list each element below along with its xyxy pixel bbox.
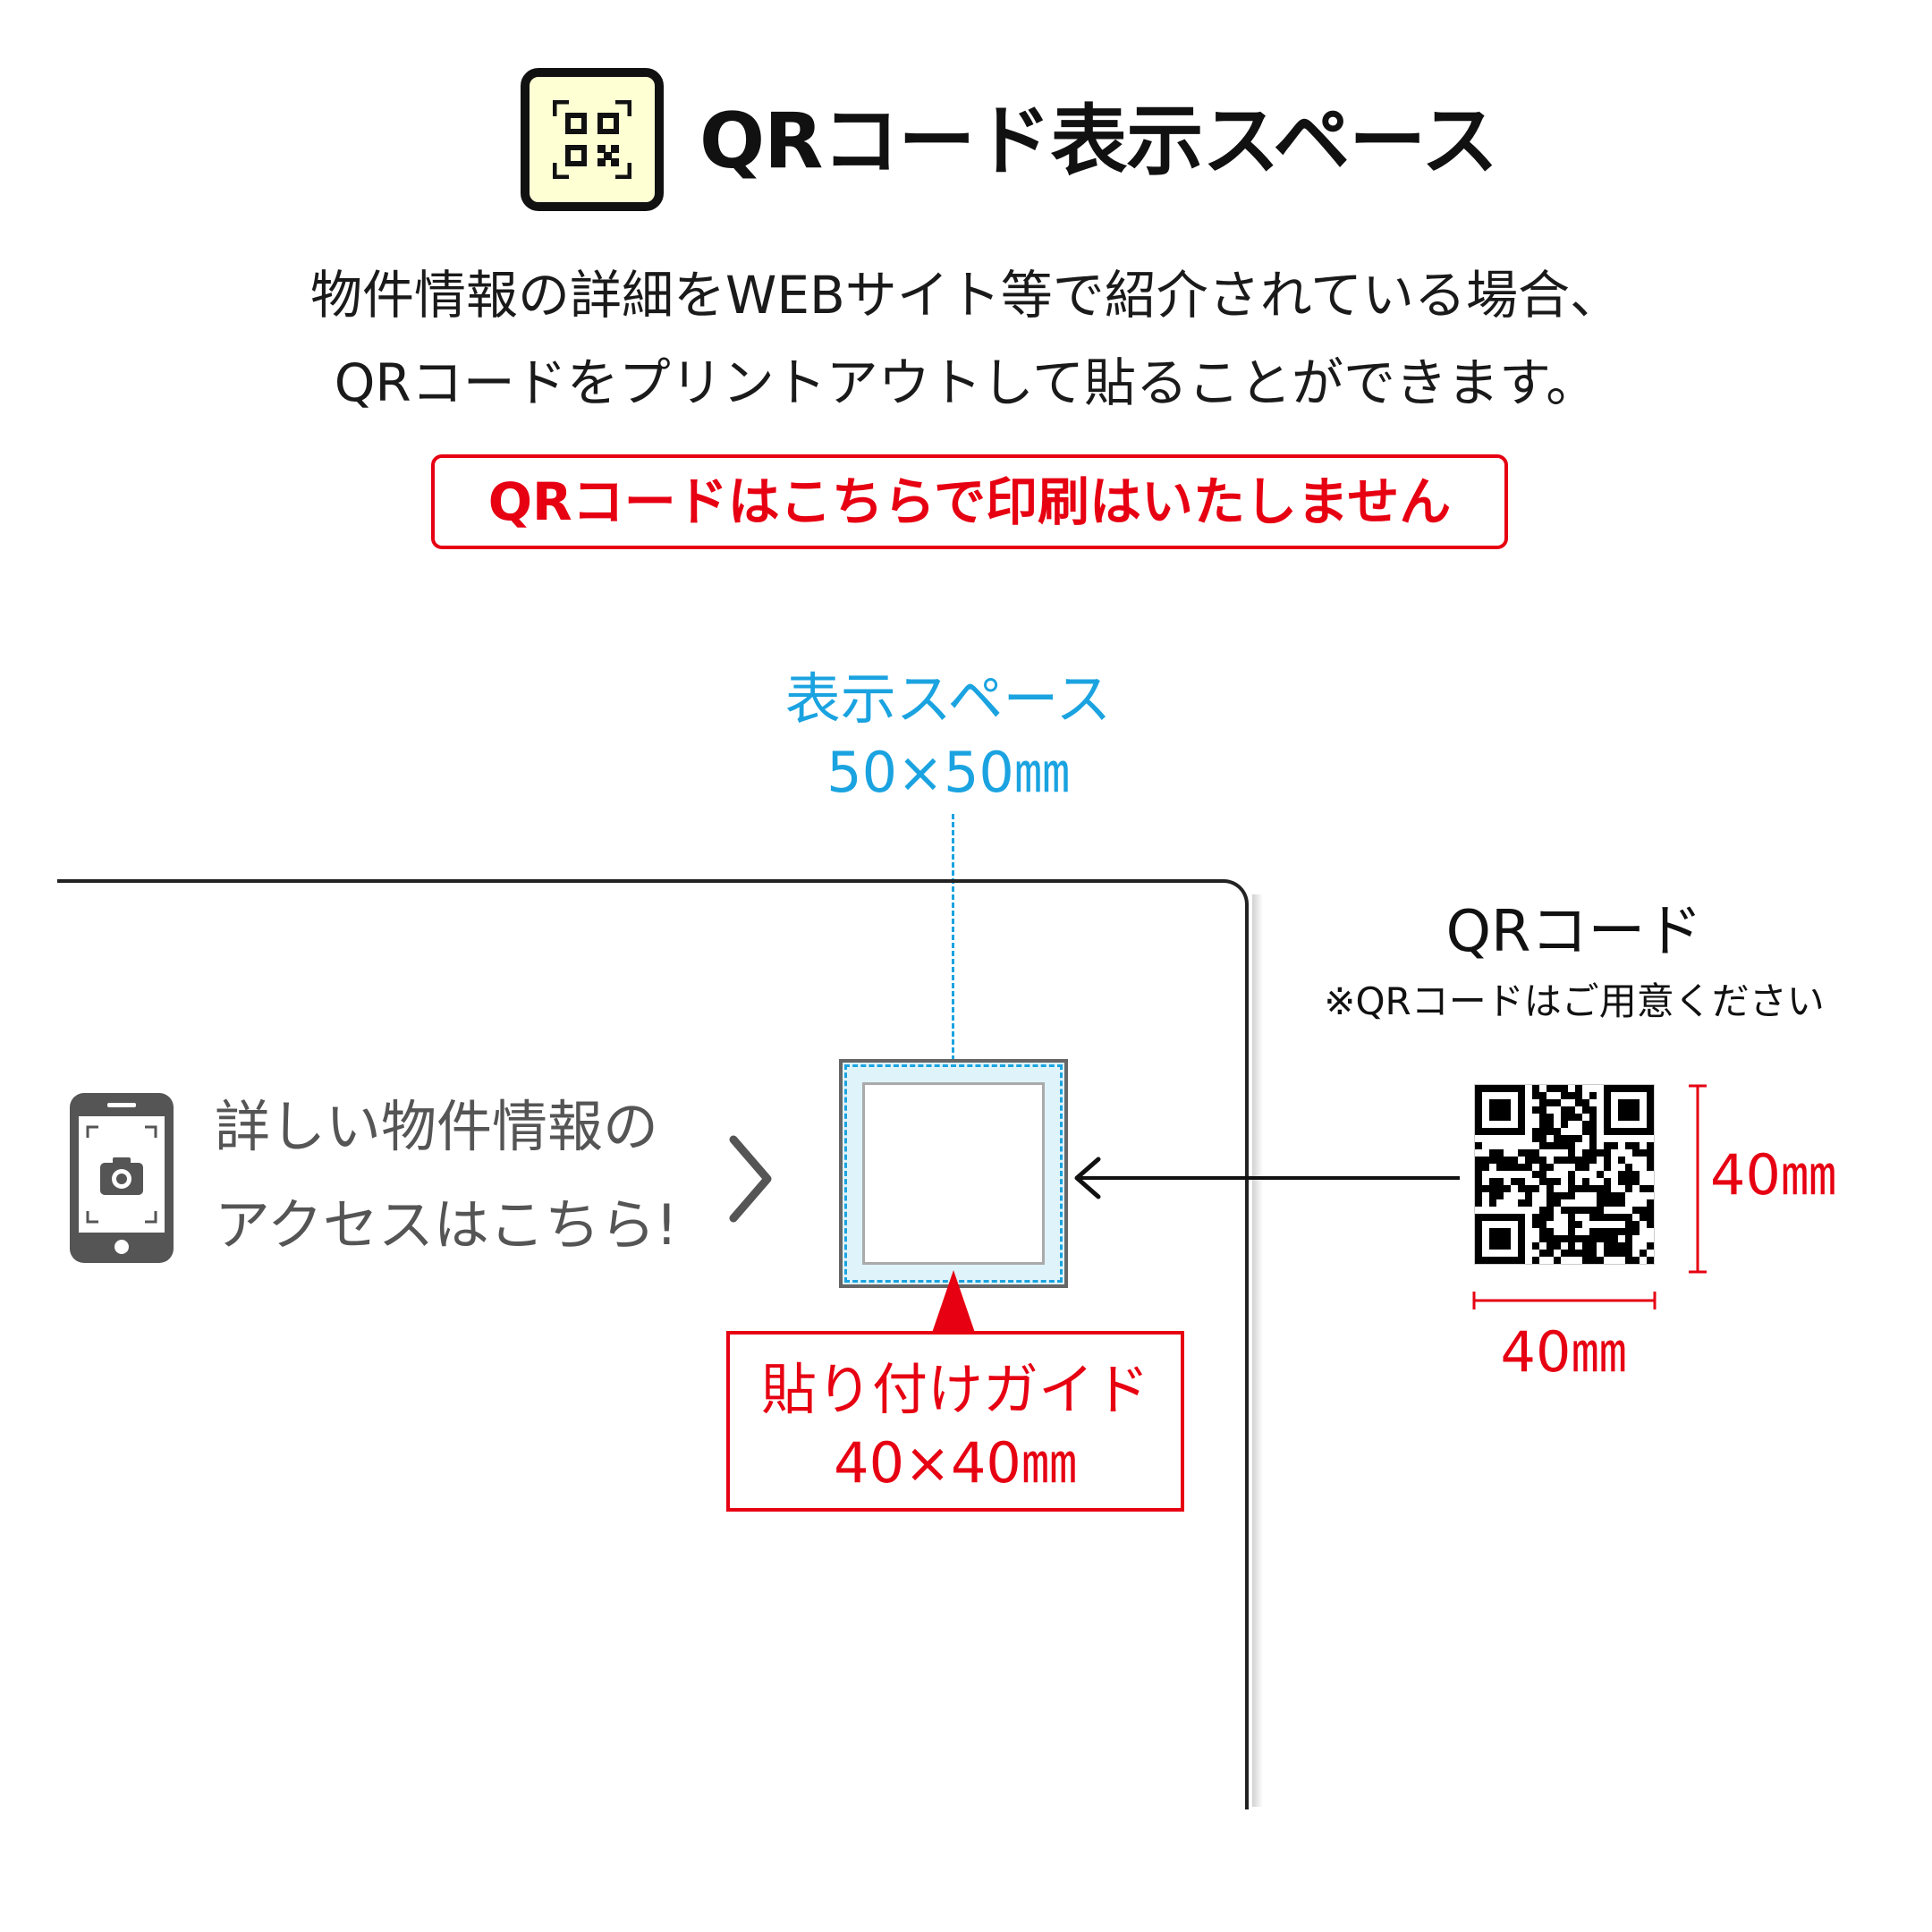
paste-guide-callout: 貼り付けガイド 40×40㎜ [726,1331,1184,1512]
board-frame [57,879,1249,1809]
qr-code-note: ※QRコードはご用意ください [1324,979,1825,1023]
qr-height-label: 40㎜ [1710,1142,1836,1208]
qr-code-icon [521,68,664,211]
notice-badge: QRコードはこちらで印刷はいたしません [431,454,1508,549]
board-shadow [1252,894,1263,1807]
description-line-2: QRコードをプリントアウトして貼ることができます。 [334,352,1598,413]
qr-code-sample [1474,1084,1655,1265]
display-space-label: 表示スペース [784,666,1112,732]
paste-guide-label: 貼り付けガイド [760,1357,1149,1422]
display-space-leader-line [952,814,954,1061]
paste-guide-area [862,1082,1045,1265]
smartphone-camera-icon [70,1093,174,1267]
paste-guide-size: 40×40㎜ [834,1430,1077,1496]
width-dimension-line [1472,1290,1657,1315]
arrow-left-icon [1070,1156,1460,1204]
display-space-size: 50×50㎜ [826,740,1070,805]
height-dimension-line [1687,1084,1708,1277]
page-title: QRコード表示スペース [699,97,1498,186]
qr-code-label: QRコード [1445,899,1703,965]
pointer-triangle-icon [932,1270,975,1336]
access-text-line-2: アクセスはこちら! [215,1192,678,1258]
description-line-1: 物件情報の詳細をWEBサイト等で紹介されている場合、 [309,265,1623,326]
chevron-right-icon [726,1134,776,1227]
qr-width-label: 40㎜ [1500,1319,1627,1385]
access-text-line-1: 詳しい物件情報の [215,1094,659,1159]
